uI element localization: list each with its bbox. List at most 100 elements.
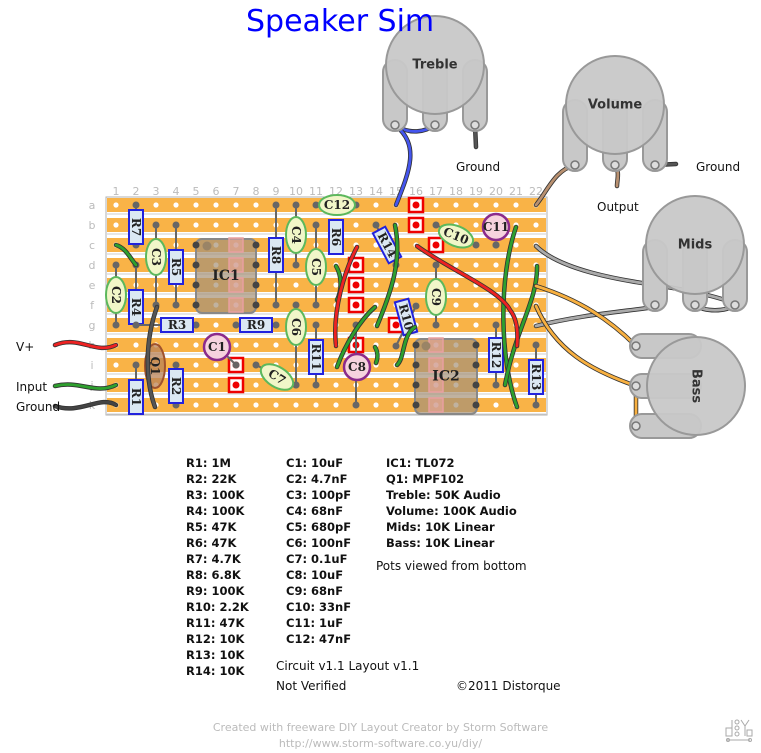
resistor-r3[interactable]: R3 bbox=[132, 317, 200, 333]
pot-bass[interactable]: Bass bbox=[629, 333, 746, 439]
pot-lug-hole bbox=[570, 160, 580, 170]
jumper-wire-green bbox=[375, 223, 399, 328]
part-value: Bass: 10K Linear bbox=[386, 536, 495, 550]
ic-pin bbox=[472, 361, 480, 369]
hole bbox=[253, 342, 259, 348]
resistor-r8[interactable]: R8 bbox=[268, 201, 284, 309]
capacitor-c8[interactable]: C8 bbox=[342, 321, 372, 409]
track-cut-dot bbox=[352, 281, 360, 289]
capacitor-c12[interactable]: C12 bbox=[312, 194, 360, 216]
capacitor-c2[interactable]: C2 bbox=[105, 261, 127, 329]
hole bbox=[373, 282, 379, 288]
hole bbox=[473, 202, 479, 208]
ic-pin bbox=[472, 401, 480, 409]
resistor-r12[interactable]: R12 bbox=[488, 321, 504, 389]
bass-wire bbox=[534, 284, 638, 348]
hole bbox=[113, 202, 119, 208]
resistor-body bbox=[528, 359, 544, 395]
pot-lug-hole bbox=[650, 160, 660, 170]
pot-volume[interactable]: Volume bbox=[562, 55, 668, 172]
hole bbox=[373, 202, 379, 208]
hole bbox=[413, 282, 419, 288]
hole bbox=[353, 222, 359, 228]
pot-lug-hole bbox=[730, 300, 740, 310]
ic-pin bbox=[192, 301, 200, 309]
jumper-wire-red bbox=[333, 245, 359, 348]
input-wire bbox=[53, 383, 118, 390]
column-number: 6 bbox=[213, 185, 220, 198]
capacitor-c10[interactable]: C10 bbox=[432, 220, 480, 252]
capacitor-body bbox=[285, 216, 307, 254]
capacitor-c5[interactable]: C5 bbox=[305, 221, 327, 309]
column-number: 5 bbox=[193, 185, 200, 198]
pot-mids[interactable]: Mids bbox=[642, 195, 748, 312]
capacitor-c9[interactable]: C9 bbox=[425, 261, 447, 329]
resistor-r2[interactable]: R2 bbox=[168, 361, 184, 409]
jumper-wire-green bbox=[395, 325, 417, 367]
pot-body bbox=[385, 15, 485, 115]
resistor-body bbox=[488, 337, 504, 373]
lead-end bbox=[112, 321, 120, 329]
hole bbox=[233, 402, 239, 408]
capacitor-c1[interactable]: C1 bbox=[202, 332, 240, 369]
lead-end bbox=[292, 261, 300, 269]
ic-pin bbox=[412, 341, 420, 349]
lead-end bbox=[432, 321, 440, 329]
component-label: C4 bbox=[289, 226, 303, 244]
capacitor-value: C4: 68nF bbox=[286, 504, 344, 518]
copyright: ©2011 Distorque bbox=[456, 679, 561, 693]
lead-end bbox=[312, 321, 320, 329]
capacitor-c3[interactable]: C3 bbox=[145, 221, 167, 309]
resistor-r7[interactable]: R7 bbox=[128, 201, 144, 249]
resistor-r4[interactable]: R4 bbox=[128, 261, 144, 329]
resistor-r11[interactable]: R11 bbox=[308, 321, 324, 389]
capacitor-value: C6: 100nF bbox=[286, 536, 352, 550]
track-cut bbox=[227, 376, 245, 394]
ic2-chip[interactable]: IC2 bbox=[412, 337, 480, 415]
resistor-r13[interactable]: R13 bbox=[528, 341, 544, 409]
jumper-wire-green bbox=[373, 345, 379, 365]
capacitor-c4[interactable]: C4 bbox=[285, 201, 307, 269]
resistor-r9[interactable]: R9 bbox=[232, 317, 280, 333]
pot-lug-hole bbox=[631, 421, 641, 431]
track-cut-under-ic bbox=[428, 397, 444, 413]
lead-end bbox=[132, 321, 140, 329]
hole bbox=[393, 402, 399, 408]
hole bbox=[293, 282, 299, 288]
pot-treble[interactable]: Treble bbox=[382, 15, 488, 132]
row-letter: d bbox=[89, 259, 96, 272]
resistor-r5[interactable]: R5 bbox=[168, 221, 184, 309]
ic1-chip[interactable]: IC1 bbox=[192, 237, 260, 314]
lead-end bbox=[492, 241, 500, 249]
hole bbox=[173, 202, 179, 208]
track-cut-dot bbox=[432, 241, 440, 249]
lead-end bbox=[152, 221, 160, 229]
resistor-r6[interactable]: R6 bbox=[328, 219, 344, 255]
column-number: 16 bbox=[409, 185, 423, 198]
resistor-r1[interactable]: R1 bbox=[128, 361, 144, 415]
column-number: 4 bbox=[173, 185, 180, 198]
jumper-wire-green bbox=[335, 305, 377, 369]
column-number: 2 bbox=[133, 185, 140, 198]
ic-pin bbox=[252, 301, 260, 309]
column-number: 8 bbox=[253, 185, 260, 198]
lead-end bbox=[412, 302, 420, 310]
capacitor-value: C11: 1uF bbox=[286, 616, 344, 630]
component-label: R1 bbox=[129, 388, 143, 406]
footer-url[interactable]: http://www.storm-software.co.yu/diy/ bbox=[278, 737, 483, 750]
capacitor-c11[interactable]: C11 bbox=[481, 212, 511, 249]
resistor-r10[interactable]: R10 bbox=[392, 297, 420, 350]
capacitor-c7[interactable]: C7 bbox=[252, 359, 300, 395]
row-letter: e bbox=[89, 279, 96, 292]
hole bbox=[313, 402, 319, 408]
component-label: R8 bbox=[269, 246, 283, 264]
resistor-body bbox=[328, 219, 344, 255]
hole bbox=[113, 222, 119, 228]
lead-end bbox=[532, 401, 540, 409]
hole bbox=[373, 402, 379, 408]
hole bbox=[433, 202, 439, 208]
capacitor-value: C7: 0.1uF bbox=[286, 552, 348, 566]
pot-lug-hole bbox=[650, 300, 660, 310]
